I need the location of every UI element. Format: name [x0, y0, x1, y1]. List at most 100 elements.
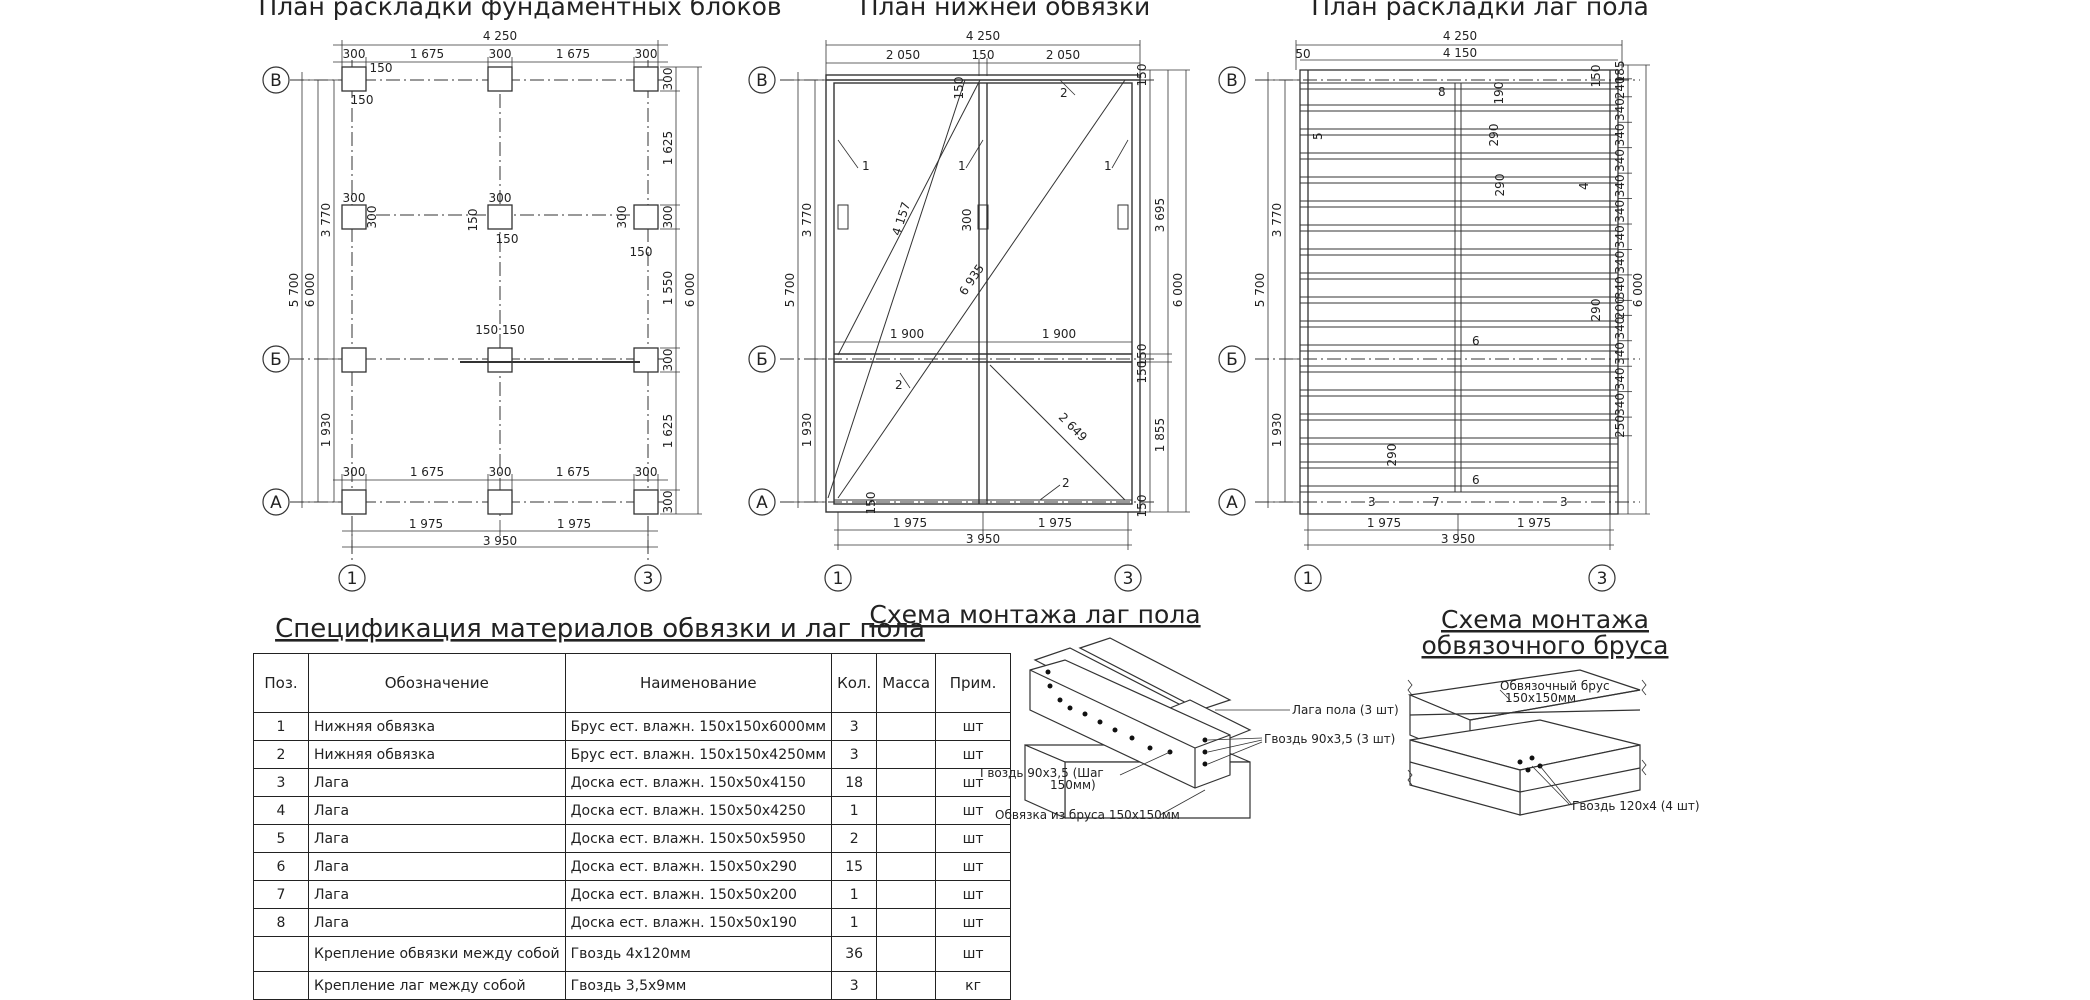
spec-cell: 3	[831, 712, 878, 741]
plan-1-right-total: 6 000	[683, 273, 697, 307]
axis-row-label: Б	[270, 350, 282, 370]
plan-1-block-top: 300	[343, 191, 366, 205]
spec-cell: Нижняя обвязка	[308, 712, 566, 741]
spec-cell: шт	[935, 712, 1012, 741]
plan-2-position: 2	[1062, 476, 1070, 490]
foundation-blocks	[341, 66, 659, 515]
plan-1-title: План раскладки фундаментных блоков	[258, 0, 781, 21]
spec-cell: Гвоздь 3,5х9мм	[564, 971, 833, 1000]
spec-cell: 1	[253, 712, 309, 741]
plan-1-right-seg: 1 625	[661, 131, 675, 165]
plan-1-left-upper: 3 770	[319, 203, 333, 237]
plan-3-position: 6	[1472, 334, 1480, 348]
axis-col-label: 1	[347, 569, 358, 589]
axis-markers: В Б А В Б А В Б А 1 3 1 3 1 3	[262, 66, 1616, 592]
plan-3-overall-top: 4 250	[1443, 29, 1477, 43]
spec-cell: Доска ест. влажн. 150х50х290	[564, 852, 833, 881]
plan-3-right-seg: 340	[1613, 174, 1627, 197]
plan-2-offset: 150	[864, 492, 878, 515]
spec-cell: шт	[935, 852, 1012, 881]
plan-3-top-right-small: 150	[1589, 65, 1603, 88]
plan-3-left-outer: 5 700	[1253, 273, 1267, 307]
plan-3-right-seg: 340	[1613, 225, 1627, 248]
spec-cell: 1	[831, 880, 878, 909]
spec-header-row: Поз. Обозначение Наименование Кол. Масса…	[253, 653, 1012, 713]
plan-3-right-total: 6 000	[1631, 273, 1645, 307]
plan-1-left-lower: 1 930	[319, 413, 333, 447]
spec-title: Спецификация материалов обвязки и лаг по…	[275, 614, 925, 644]
plan-2-mid-seg: 1 900	[890, 327, 924, 341]
plan-3-right-seg: 340	[1613, 317, 1627, 340]
axis-row-label: В	[270, 71, 282, 91]
plan-2-position: 2	[1060, 86, 1068, 100]
spec-cell: шт	[935, 768, 1012, 797]
plan-1-offset: 150	[630, 245, 653, 259]
plan-1-offset: 150	[370, 61, 393, 75]
plan-3-bottom-total: 3 950	[1441, 532, 1475, 546]
plan-foundation-blocks: План раскладки фундаментных блоков	[258, 0, 782, 560]
spec-cell: 36	[831, 936, 878, 972]
plan-1-block-top: 300	[489, 191, 512, 205]
plan-2-block-side: 300	[960, 209, 974, 232]
plan-3-right-seg: 340	[1613, 342, 1627, 365]
nail-marks	[1045, 669, 1208, 767]
spec-cell: 7	[253, 880, 309, 909]
spec-cell: 2	[253, 740, 309, 769]
plan-2-bottom-seg: 1 975	[1038, 516, 1072, 530]
spec-col-pos: Поз.	[253, 653, 309, 713]
spec-cell: Лага	[308, 908, 566, 937]
plan-1-top-seg: 300	[635, 47, 658, 61]
plan-3-right-seg: 340	[1613, 393, 1627, 416]
plan-1-top-seg: 1 675	[556, 47, 590, 61]
plan-2-offset: 150	[952, 77, 966, 100]
spec-cell	[253, 936, 309, 972]
plan-2-mid-seg: 1 900	[1042, 327, 1076, 341]
plan-2-right-small: 150	[1135, 495, 1149, 518]
plan-1-right-seg: 300	[661, 68, 675, 91]
plan-2-right-small: 150	[1135, 344, 1149, 367]
scheme-beam-callout: Гвоздь 120х4 (4 шт)	[1572, 799, 1700, 813]
plan-1-top-seg: 1 675	[410, 47, 444, 61]
spec-cell: 15	[831, 852, 878, 881]
plan-3-position: 5	[1311, 132, 1325, 140]
plan-1-right-seg: 1 625	[661, 414, 675, 448]
plan-2-top-seg: 150	[972, 48, 995, 62]
plan-3-right-seg: 340	[1613, 276, 1627, 299]
spec-cell: шт	[935, 824, 1012, 853]
axis-col-label: 3	[643, 569, 654, 589]
plan-2-right-small: 150	[1135, 361, 1149, 384]
floor-joists	[1300, 82, 1618, 493]
plan-3-right-seg: 250	[1613, 415, 1627, 438]
spec-cell: Лага	[308, 796, 566, 825]
plan-3-lag-290: 290	[1493, 174, 1507, 197]
plan-lower-binding: План нижней обвязки	[780, 0, 1190, 550]
spec-cell	[876, 712, 937, 741]
plan-2-left-lower: 1 930	[800, 413, 814, 447]
plan-3-bottom-seg: 1 975	[1367, 516, 1401, 530]
plan-3-position: 4	[1577, 182, 1591, 190]
spec-col-mass: Масса	[876, 653, 937, 713]
plan-2-right-lower: 1 855	[1153, 418, 1167, 452]
plan-3-position: 3	[1560, 495, 1568, 509]
plan-2-left-upper: 3 770	[800, 203, 814, 237]
axis-row-label: А	[1226, 493, 1238, 513]
spec-cell	[876, 971, 937, 1000]
plan-1-mid-seg: 300	[343, 465, 366, 479]
spec-cell: 3	[831, 971, 878, 1000]
scheme-lag-title: Схема монтажа лаг пола	[869, 600, 1200, 629]
plan-floor-joists: План раскладки лаг пола	[1253, 0, 1650, 550]
plan-3-lag-290: 290	[1589, 299, 1603, 322]
spec-col-qty: Кол.	[831, 653, 878, 713]
plan-3-right-seg: 340	[1613, 149, 1627, 172]
spec-cell: Крепление лаг между собой	[308, 971, 566, 1000]
spec-cell: Доска ест. влажн. 150х50х190	[564, 908, 833, 937]
plan-2-diag: 6 935	[956, 262, 987, 298]
scheme-lag-assembly: Схема монтажа лаг пола Лага п	[869, 600, 1398, 822]
spec-cell: шт	[935, 880, 1012, 909]
plan-1-block-side: 300	[365, 206, 379, 229]
spec-cell: шт	[935, 740, 1012, 769]
